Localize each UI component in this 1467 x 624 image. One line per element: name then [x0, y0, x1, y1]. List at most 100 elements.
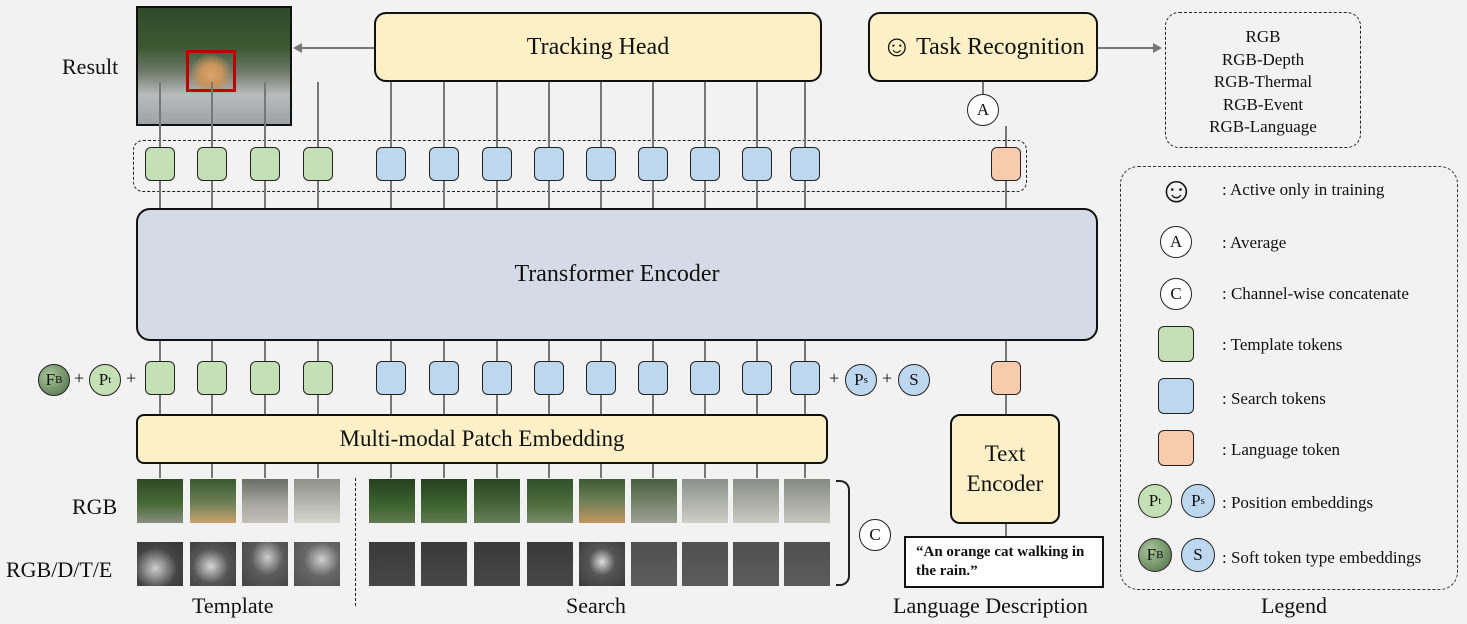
- connector: [1005, 394, 1007, 414]
- search-input-token: [690, 361, 720, 395]
- connector: [264, 464, 266, 478]
- connector: [317, 464, 319, 478]
- concat-bracket: [836, 480, 850, 586]
- result-label: Result: [62, 54, 119, 79]
- plus-sign: +: [882, 368, 893, 388]
- connector: [443, 341, 445, 361]
- search-x-thumbnail: [369, 542, 415, 586]
- arrow-to-result: [300, 47, 374, 49]
- legend-average: : Average: [1222, 233, 1287, 252]
- connector: [264, 82, 266, 147]
- search-rgb-thumbnail: [369, 479, 415, 523]
- connector: [600, 395, 602, 414]
- search-rgb-thumbnail: [421, 479, 467, 523]
- connector: [548, 82, 550, 147]
- connector: [443, 181, 445, 208]
- result-image: [136, 6, 292, 126]
- search-rgb-thumbnail: [527, 479, 573, 523]
- connector: [443, 464, 445, 478]
- soft-token-circle: S: [898, 364, 930, 396]
- text-encoder-line1: Text: [984, 441, 1026, 466]
- connector: [496, 341, 498, 361]
- connector: [443, 395, 445, 414]
- connector: [159, 395, 161, 414]
- pt-sub: t: [1158, 495, 1162, 507]
- arrow-head-right: [1153, 43, 1162, 53]
- smiley-icon: ☺: [881, 30, 913, 63]
- connector: [756, 341, 758, 361]
- search-rgb-thumbnail: [631, 479, 677, 523]
- fb-main: F: [45, 370, 56, 389]
- search-input-token: [429, 361, 459, 395]
- template-output-token: [145, 147, 175, 181]
- connector: [704, 82, 706, 147]
- connector: [756, 395, 758, 414]
- legend-language-token: [1158, 430, 1194, 466]
- template-label: Template: [192, 593, 274, 618]
- search-input-token: [790, 361, 820, 395]
- connector: [704, 395, 706, 414]
- search-input-token: [482, 361, 512, 395]
- p-main: P: [1148, 491, 1159, 510]
- legend-soft-circle: S: [1181, 538, 1215, 572]
- connector: [159, 464, 161, 478]
- search-x-thumbnail: [527, 542, 573, 586]
- p-main: P: [98, 370, 109, 389]
- search-output-token: [638, 147, 668, 181]
- connector: [317, 341, 319, 361]
- ps-sub: s: [863, 374, 868, 386]
- plus-sign: +: [829, 368, 840, 388]
- legend-concat-circle: C: [1160, 278, 1192, 310]
- template-x-thumbnail: [242, 542, 288, 586]
- connector: [390, 341, 392, 361]
- smiley-icon: ☺: [1158, 170, 1195, 210]
- legend-search-token: [1158, 378, 1194, 414]
- arrow-head-left: [293, 43, 302, 53]
- task-list: RGB RGB-Depth RGB-Thermal RGB-Event RGB-…: [1165, 26, 1361, 139]
- ps-sub: s: [1200, 495, 1205, 507]
- connector: [264, 341, 266, 361]
- fb-sub: B: [55, 374, 63, 386]
- arrow-to-task-list: [1098, 47, 1154, 49]
- connector: [804, 82, 806, 147]
- connector: [159, 341, 161, 361]
- p-main: P: [1191, 491, 1201, 510]
- connector: [804, 341, 806, 361]
- connector: [548, 395, 550, 414]
- task-item: RGB: [1245, 27, 1281, 46]
- language-input-token: [991, 361, 1021, 395]
- legend-soft-token: : Soft token type embeddings: [1222, 548, 1422, 567]
- task-item: RGB-Language: [1209, 117, 1317, 136]
- row-label-rgbdte: RGB/D/T/E: [6, 557, 113, 582]
- task-item: RGB-Event: [1222, 94, 1304, 114]
- connector: [548, 181, 550, 208]
- task-list-box: [1165, 12, 1361, 148]
- output-tokens-container: [133, 140, 1027, 192]
- connector: [756, 464, 758, 478]
- template-input-token: [145, 361, 175, 395]
- connector: [211, 341, 213, 361]
- connector: [983, 126, 1006, 128]
- search-input-token: [586, 361, 616, 395]
- search-output-token: [534, 147, 564, 181]
- connector: [159, 82, 161, 147]
- connector: [317, 395, 319, 414]
- connector: [600, 341, 602, 361]
- connector: [443, 82, 445, 147]
- search-input-token: [638, 361, 668, 395]
- search-x-thumbnail: [733, 542, 779, 586]
- connector: [600, 82, 602, 147]
- result-bounding-box: [186, 50, 236, 92]
- language-quote-box: “An orange cat walking in the rain.”: [904, 536, 1104, 588]
- template-output-token: [250, 147, 280, 181]
- legend-active-training: : Active only in training: [1222, 180, 1385, 199]
- template-x-thumbnail: [294, 542, 340, 586]
- connector: [211, 464, 213, 478]
- search-label: Search: [566, 593, 626, 618]
- connector: [652, 464, 654, 478]
- connector: [496, 82, 498, 147]
- connector: [211, 181, 213, 208]
- legend-search-tokens: : Search tokens: [1222, 389, 1326, 408]
